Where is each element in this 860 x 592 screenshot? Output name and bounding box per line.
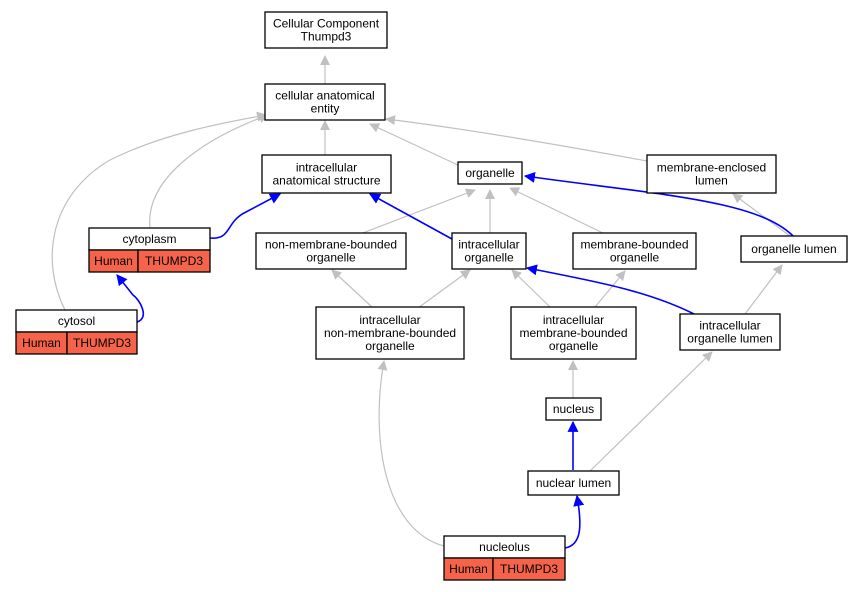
node-nmbo-label-1: organelle — [306, 251, 356, 265]
node-ol-label-0: organelle lumen — [751, 242, 836, 256]
edge-iol-partof-io — [525, 264, 695, 315]
node-cytosol-gene-cell — [66, 331, 138, 355]
node-mel-box — [646, 154, 777, 194]
node-imbo-label-0: intracellular — [543, 313, 604, 327]
part-of-edges — [116, 171, 796, 549]
node-cyto-gene: THUMPD3 — [145, 254, 203, 268]
node-io-label-0: intracellular — [458, 238, 519, 252]
node-iol-label-1: organelle lumen — [687, 332, 772, 346]
node-cytosol-label-0: cytosol — [58, 314, 95, 328]
node-inmbo[interactable]: intracellularnon-membrane-boundedorganel… — [315, 306, 465, 360]
node-cyto-species: Human — [94, 254, 133, 268]
edge-inmbo-to-io — [417, 269, 471, 309]
node-root-label-0: Cellular Component — [273, 17, 380, 31]
edge-cytosol-partof-cyto — [116, 274, 145, 323]
edge-nl-to-iol — [589, 351, 713, 472]
node-nucleus-box — [545, 397, 602, 421]
node-root-label-1: Thumpd3 — [301, 30, 352, 44]
edge-ol-partof-org — [523, 171, 796, 239]
node-imbo-box — [510, 306, 637, 360]
node-ias-label-1: anatomical structure — [272, 174, 380, 188]
edge-cyto-to-cae — [149, 113, 269, 229]
edge-nucleolus-to-inmbo — [377, 360, 445, 547]
node-org[interactable]: organelle — [457, 161, 523, 185]
node-ol-box — [740, 235, 848, 263]
edge-mel-to-cae — [385, 115, 648, 162]
node-cyto-gene-cell — [137, 249, 211, 273]
node-inmbo-label-0: intracellular — [359, 313, 420, 327]
node-imbo-label-1: membrane-bounded — [519, 326, 627, 340]
node-nucleolus-species: Human — [449, 562, 488, 576]
edge-ol-to-mel — [732, 193, 791, 237]
node-root-box — [264, 11, 388, 49]
edge-io-partof-ias — [369, 193, 453, 240]
node-inmbo-label-1: non-membrane-bounded — [324, 326, 456, 340]
node-nmbo-box — [255, 232, 407, 270]
node-mel-label-1: lumen — [695, 174, 728, 188]
node-iol-label-0: intracellular — [699, 319, 760, 333]
node-iol-box — [679, 313, 781, 351]
node-nmbo-label-0: non-membrane-bounded — [265, 238, 397, 252]
edge-cyto-partof-ias — [209, 193, 281, 239]
node-ias-box — [261, 154, 392, 194]
node-nl[interactable]: nuclear lumen — [527, 470, 620, 496]
node-mbo-label-0: membrane-bounded — [580, 238, 688, 252]
node-nucleolus-gene: THUMPD3 — [500, 562, 558, 576]
edge-mbo-to-org — [509, 187, 606, 235]
node-nucleolus-label-0: nucleolus — [479, 540, 530, 554]
edge-org-to-cae — [369, 123, 461, 167]
node-io-label-1: organelle — [464, 251, 514, 265]
is-a-edges — [51, 55, 791, 547]
node-inmbo-label-2: organelle — [365, 339, 415, 353]
edge-inmbo-to-nmbo — [331, 269, 373, 308]
edge-imbo-to-mbo — [594, 270, 626, 308]
edge-nucleolus-partof-nl — [564, 494, 585, 549]
node-cae-label-1: entity — [311, 102, 340, 116]
node-nl-label-0: nuclear lumen — [536, 476, 611, 490]
edge-iol-to-ol — [744, 264, 783, 315]
node-cae-box — [264, 83, 386, 121]
node-imbo-label-2: organelle — [549, 339, 599, 353]
node-nl-box — [527, 470, 620, 496]
node-nucleus-label-0: nucleus — [553, 402, 594, 416]
node-nucleolus-gene-cell — [492, 557, 566, 581]
edge-cytosol-to-cae — [51, 111, 267, 311]
node-io-box — [451, 232, 527, 270]
node-mbo-box — [572, 232, 697, 270]
node-cytosol-gene: THUMPD3 — [73, 336, 131, 350]
node-cytosol-species: Human — [22, 336, 61, 350]
node-nucleus[interactable]: nucleus — [545, 397, 602, 421]
node-mel-label-0: membrane-enclosed — [657, 161, 766, 175]
node-ol[interactable]: organelle lumen — [740, 235, 848, 263]
node-mbo-label-1: organelle — [610, 251, 660, 265]
edge-nmbo-to-org — [359, 188, 476, 235]
node-ias-label-0: intracellular — [296, 161, 357, 175]
node-inmbo-box — [315, 306, 465, 360]
edge-imbo-to-io — [511, 269, 551, 308]
node-cyto-label-0: cytoplasm — [122, 232, 176, 246]
node-org-box — [457, 161, 523, 185]
node-org-label-0: organelle — [465, 166, 515, 180]
node-cae-label-0: cellular anatomical — [275, 89, 374, 103]
